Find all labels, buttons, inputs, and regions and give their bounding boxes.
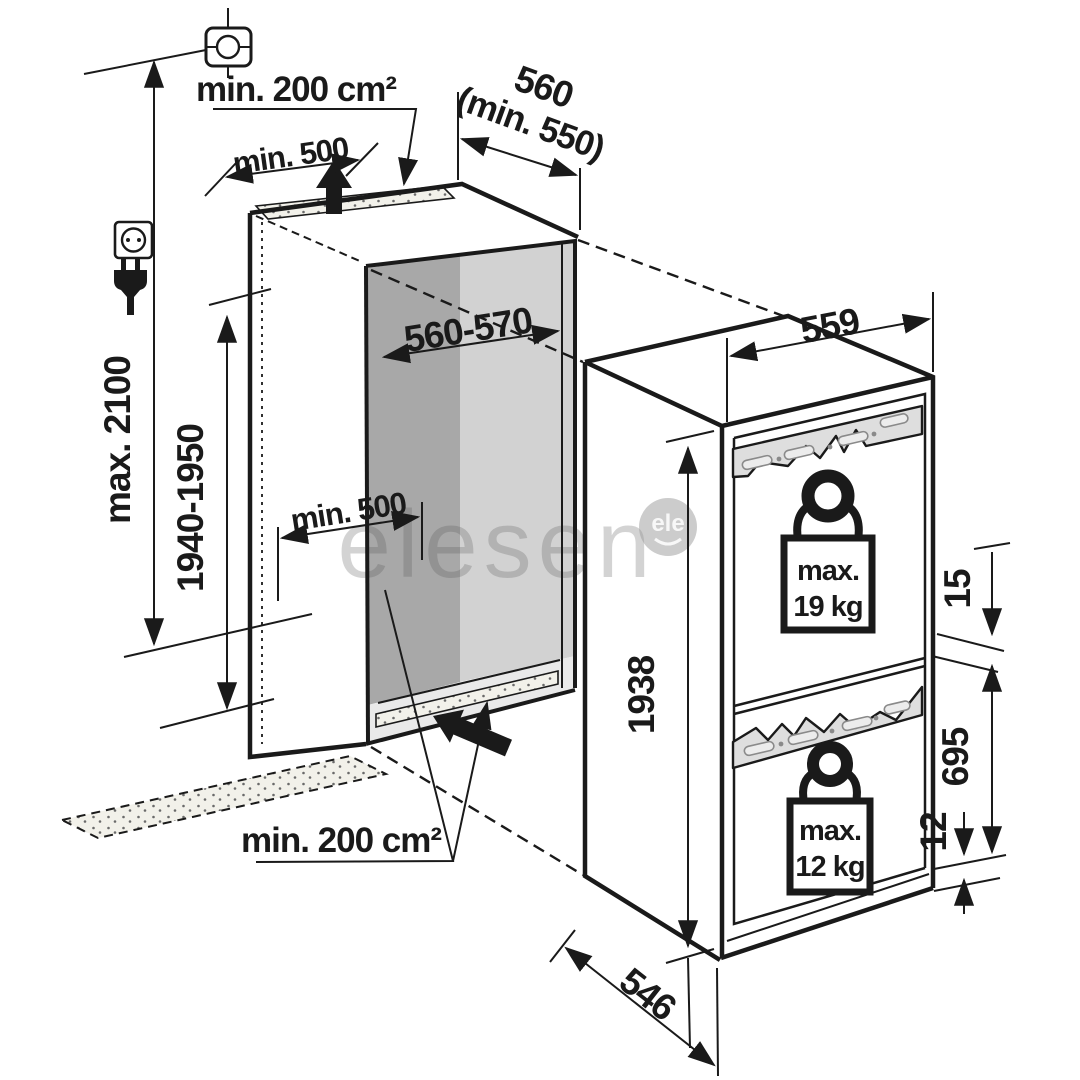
dim-ceiling-height: max. 2100	[97, 59, 313, 658]
plinth-vent-area	[59, 754, 389, 840]
niche-opening-left	[364, 265, 370, 743]
dim-vent-bottom: min. 200 cm²	[241, 589, 492, 863]
dim-door-gap-top: 15	[931, 542, 1011, 673]
socket-icon	[113, 220, 154, 260]
watermark-text: elesen	[338, 491, 657, 598]
door-top-right-edge	[733, 392, 927, 868]
appliance-top-right-edges	[584, 313, 936, 888]
weight-12kg-label-2: 12 kg	[795, 851, 864, 883]
dim-niche-height: 1940-1950	[159, 288, 275, 729]
dim-appliance-height: 1938	[621, 430, 715, 964]
vent-bottom-label: min. 200 cm²	[241, 821, 441, 860]
mounting-bracket-middle	[731, 685, 924, 770]
appliance-left-edges	[582, 362, 722, 962]
airflow-inlet-arrow-icon	[433, 709, 512, 757]
dim-bottom-gap: 12	[913, 812, 1001, 914]
niche-left-edge	[247, 213, 367, 760]
weight-12kg-label-1: max.	[799, 815, 861, 847]
dim-vent-top-width: min. 500	[204, 130, 379, 197]
hidden-top-left-edge	[255, 215, 363, 263]
bottom-gap-label: 12	[913, 812, 954, 852]
weight-19kg-icon: max. 19 kg	[780, 469, 876, 634]
plug-icon	[114, 257, 147, 315]
upper-door-bottom-edge	[733, 656, 926, 708]
dim-vent-top: min. 200 cm²	[196, 70, 419, 187]
mounting-bracket-top	[731, 404, 924, 479]
dim-lower-door-height: 695	[933, 663, 1007, 870]
weight-12kg-icon: max. 12 kg	[786, 741, 874, 896]
niche-cabinet	[59, 160, 579, 840]
base-trim-line	[726, 873, 930, 942]
floor-vent-strip	[375, 669, 559, 729]
niche-top-edges	[249, 181, 579, 240]
weight-19kg-label-2: 19 kg	[793, 591, 862, 623]
lower-door-height-label: 695	[935, 727, 976, 786]
appliance-bottom-front-edge	[720, 885, 934, 961]
niche-back-wall-dark	[368, 255, 460, 705]
niche-opening-bottom	[365, 688, 576, 746]
vent-top-label: min. 200 cm²	[196, 70, 396, 109]
dim-appliance-depth: 546	[549, 929, 719, 1077]
appliance-height-label: 1938	[621, 655, 662, 734]
appliance-depth-label: 546	[612, 960, 684, 1029]
weight-19kg-label-1: max.	[797, 555, 859, 587]
niche-height-label: 1940-1950	[170, 424, 211, 592]
niche-backwall-floor-edge	[377, 659, 561, 704]
door-gap-top-label: 15	[937, 569, 978, 609]
watermark-logo-text: ele	[651, 510, 684, 537]
top-vent-strip	[254, 185, 456, 220]
ceiling-height-label: max. 2100	[97, 356, 138, 524]
junction-box-icon	[83, 8, 253, 78]
niche-opening-top-right	[365, 238, 577, 688]
lower-door-top-edge	[733, 664, 926, 716]
vent-up-arrow-icon	[316, 160, 352, 214]
appliance: max. 19 kg max. 12 kg	[582, 313, 936, 962]
dim-top-depth: 560 (min. 550)	[452, 58, 609, 230]
